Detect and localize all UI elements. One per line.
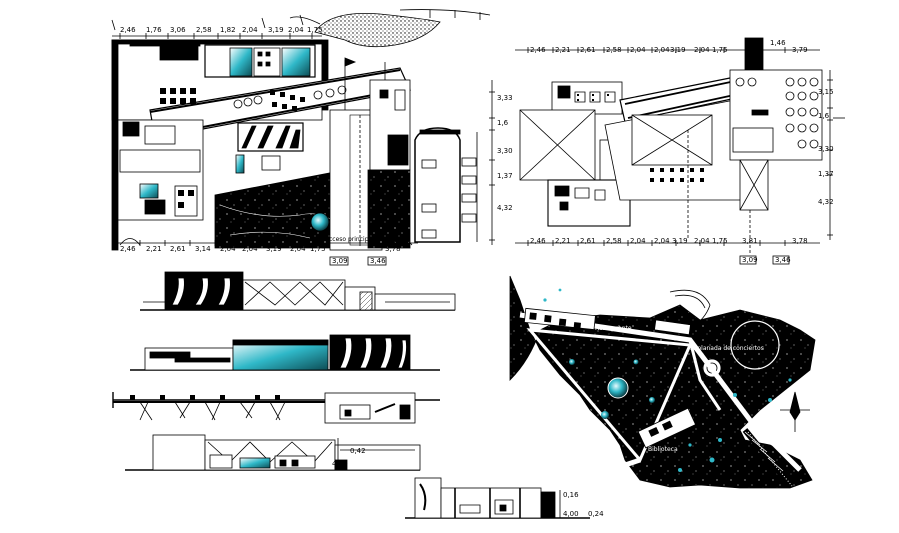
section-2 [125, 434, 421, 471]
dim-label: 2,46 [120, 245, 136, 253]
site-label: Restaurante [595, 325, 632, 332]
dim-label: 2,04 [630, 46, 646, 54]
section-1 [112, 392, 440, 424]
elevation-2 [130, 334, 440, 371]
dim-label: 3,09 [332, 257, 348, 265]
dim-label: 2,04 [630, 237, 646, 245]
upper-floor-plan [515, 37, 845, 265]
dim-label: 2,04 [654, 237, 670, 245]
dim-label: 1,76 [146, 26, 162, 34]
dim-label: 2,58 [196, 26, 212, 34]
dim-label: 1,82 [220, 26, 236, 34]
dim-label: 3,09 [742, 256, 758, 264]
dim-label: 0,16 [563, 491, 579, 499]
elevation-1 [140, 271, 456, 311]
north-arrow-icon [780, 391, 810, 432]
dim-label: 3,46 [775, 256, 791, 264]
dim-label: 3,19 [672, 237, 688, 245]
dim-label: 2,04 [290, 245, 306, 253]
dim-label: 2,61 [170, 245, 186, 253]
dim-label: 3,79 [792, 46, 808, 54]
dim-label: 3,81 [742, 237, 758, 245]
site-label: Biblioteca [648, 446, 678, 453]
dim-label: 2,46 [530, 46, 546, 54]
dim-label: 2,04 [220, 245, 236, 253]
dim-label: 2,46 [120, 26, 136, 34]
dim-label: 2,21 [146, 245, 162, 253]
dim-label: 4,00 [563, 510, 579, 518]
site-label: Explanada de conciertos [690, 345, 764, 352]
dim-label: 3,14 [195, 245, 211, 253]
dim-label: 3,30 [818, 145, 834, 153]
dim-label: 3,06 [170, 26, 186, 34]
dim-label: 1,37 [497, 172, 513, 180]
dim-label: 1,75 [712, 46, 728, 54]
dim-label: 1,37 [818, 170, 834, 178]
site-plan [509, 275, 816, 512]
dim-label: 1,75 [712, 237, 728, 245]
access-label: Acceso principal [325, 236, 374, 243]
dim-label: 4,00 [332, 460, 348, 468]
dim-label: 3,78 [385, 245, 401, 253]
dim-label: 3,46 [370, 257, 386, 265]
dim-label: 2,04 [288, 26, 304, 34]
section-3 [405, 477, 590, 519]
dim-label: 0,24 [588, 510, 604, 518]
dim-label: 2,04 [694, 46, 710, 54]
dim-label: 2,04 [654, 46, 670, 54]
dim-label: 2,21 [555, 46, 571, 54]
dim-label: 2,04 [242, 26, 258, 34]
dim-label: 2,58 [606, 46, 622, 54]
dim-label: 4,32 [497, 204, 513, 212]
dim-label: 1,46 [770, 39, 786, 47]
ground-floor-plan [111, 9, 495, 266]
dim-label: 1,75 [310, 245, 326, 253]
dim-label: 3,78 [792, 237, 808, 245]
dim-label: 2,61 [580, 237, 596, 245]
dim-label: 4,32 [818, 198, 834, 206]
dim-label: 2,21 [555, 237, 571, 245]
dim-label: 2,46 [530, 237, 546, 245]
dim-label: 2,04 [694, 237, 710, 245]
dim-label: 3,33 [497, 94, 513, 102]
dim-label: 1,75 [307, 26, 323, 34]
dim-label: 2,61 [580, 46, 596, 54]
dim-label: 3,30 [497, 147, 513, 155]
dim-label: 0,42 [350, 447, 366, 455]
dim-label: 3,15 [818, 88, 834, 96]
dim-label: 1,6 [497, 119, 509, 127]
dim-label: 3,19 [268, 26, 284, 34]
dim-label: 2,58 [606, 237, 622, 245]
dim-label: 3,19 [266, 245, 282, 253]
dim-label: 1,6 [818, 112, 830, 120]
dim-label: 2,04 [242, 245, 258, 253]
dim-label: 3,19 [670, 46, 686, 54]
